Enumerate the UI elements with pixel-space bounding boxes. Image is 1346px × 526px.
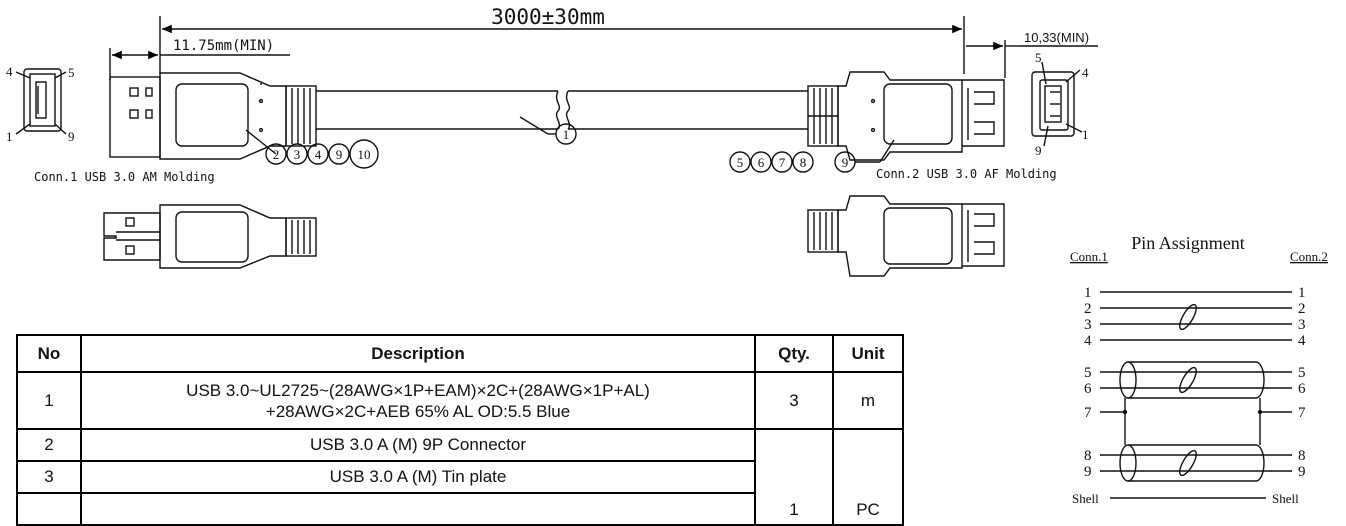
pin-left-4: 4 [1084,333,1092,349]
socket-min-dimension [966,40,1098,78]
conn2-pin-4-label: 4 [1082,65,1089,80]
bom-row-description: USB 3.0~UL2725~(28AWG×1P+EAM)×2C+(28AWG×… [80,371,756,430]
bom-header-unit: Unit [832,334,904,373]
bom-row-unit: m [832,371,904,430]
bom-header-no: No [16,334,82,373]
bom-row-qty: 3 [754,371,834,430]
conn1-callout-4: 4 [315,147,322,162]
pin-left-5: 5 [1084,365,1092,381]
conn1-pin-1-label: 1 [6,129,13,144]
overall-length-text: 3000±30mm [491,5,605,29]
conn1-pin-9-label: 9 [68,129,75,144]
bom-row-no: 2 [16,428,82,462]
conn2-socket-top-view [807,71,1005,161]
pin-left-7: 7 [1084,405,1092,421]
conn2-callout-7: 7 [779,155,786,170]
conn1-pin-4-label: 4 [6,64,13,79]
bom-merged-qty: 1 [754,428,834,526]
pin-left-shell: Shell [1072,491,1099,506]
table-row: 1 USB 3.0~UL2725~(28AWG×1P+EAM)×2C+(28AW… [16,371,904,430]
conn2-callout-6: 6 [758,155,765,170]
overall-length-dimension [159,16,965,74]
pin-right-9: 9 [1298,464,1306,480]
pin-left-8: 8 [1084,448,1092,464]
conn2-callout-9: 9 [842,155,849,170]
conn2-callout-5: 5 [737,155,744,170]
conn1-callout-2: 2 [273,147,280,162]
conn2-label: Conn.2 USB 3.0 AF Molding [876,167,1057,181]
bom-row-description: USB 3.0 A (M) Tin plate [80,460,756,494]
conn1-plug-top-view [109,72,317,160]
bom-row-description: USB 3.0 A (M) 9P Connector [80,428,756,462]
cable-assembly-drawing: 3000±30mm 11.75mm(MIN) 10,33(MIN) 4 5 [6,5,1328,506]
pin-assignment-right-header: Conn.2 [1290,249,1328,264]
bom-row-no: 3 [16,460,82,494]
conn1-label: Conn.1 USB 3.0 AM Molding [34,170,215,184]
pin-right-8: 8 [1298,448,1306,464]
pin-assignment-left-header: Conn.1 [1070,249,1108,264]
pin-right-3: 3 [1298,317,1306,333]
socket-min-length-text: 10,33(MIN) [1024,30,1089,45]
cable-callout-leader [519,116,549,135]
conn1-callout-10: 10 [358,147,371,162]
conn1-callout-9: 9 [336,147,343,162]
pin-right-shell: Shell [1272,491,1299,506]
pin-left-6: 6 [1084,381,1092,397]
conn1-callout-3: 3 [294,147,301,162]
plug-min-dimension [109,48,290,80]
bom-merged-unit: PC [832,428,904,526]
bom-header-qty: Qty. [754,334,834,373]
conn1-plug-side-view [103,204,317,269]
bom-table: No Description Qty. Unit 1 USB 3.0~UL272… [16,334,904,526]
conn1-pin-5-label: 5 [68,65,75,80]
conn1-face-view [15,68,67,135]
conn2-pin-5-label: 5 [1035,50,1042,65]
pin-left-3: 3 [1084,317,1092,333]
pin-right-2: 2 [1298,301,1306,317]
pin-left-2: 2 [1084,301,1092,317]
pin-left-9: 9 [1084,464,1092,480]
pin-assignment-wires [1100,291,1292,499]
conn2-face-view [1031,61,1083,147]
bom-row-description-line2: +28AWG×2C+AEB 65% AL OD:5.5 Blue [265,401,571,421]
plug-min-length-text: 11.75mm(MIN) [173,38,274,54]
bom-header-description: Description [80,334,756,373]
table-row: 3 USB 3.0 A (M) Tin plate [16,460,903,494]
pin-assignment-title: Pin Assignment [1131,233,1245,253]
cable-callout-text: 1 [563,127,570,142]
pin-left-1: 1 [1084,285,1092,301]
pin-right-4: 4 [1298,333,1306,349]
pin-right-1: 1 [1298,285,1306,301]
conn2-pin-1-label: 1 [1082,127,1089,142]
table-row: 2 USB 3.0 A (M) 9P Connector 1 PC [16,428,904,526]
pin-right-6: 6 [1298,381,1306,397]
bom-header-row: No Description Qty. Unit [16,334,904,373]
pin-right-7: 7 [1298,405,1306,421]
pin-right-5: 5 [1298,365,1306,381]
bom-row-description-line1: USB 3.0~UL2725~(28AWG×1P+EAM)×2C+(28AWG×… [186,380,650,400]
bom-row-no: 1 [16,371,82,430]
conn2-pin-9-label: 9 [1035,143,1042,158]
cable-body [316,90,808,130]
cable-callout-bubble [555,123,577,145]
conn2-callout-8: 8 [800,155,807,170]
conn2-socket-side-view [807,195,1005,277]
